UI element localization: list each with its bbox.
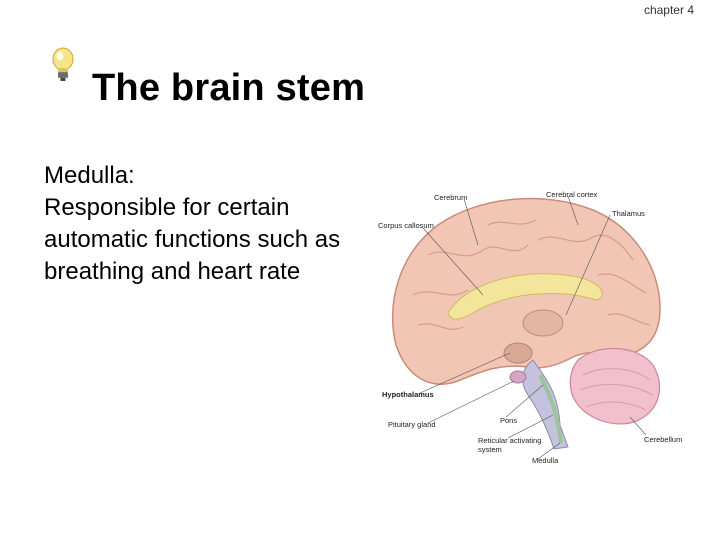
label-hypothalamus: Hypothalamus: [382, 390, 434, 399]
leader-lines: [419, 195, 647, 460]
brain-diagram: Cerebrum Cerebral cortex Thalamus Corpus…: [378, 190, 682, 465]
label-cerebral-cortex: Cerebral cortex: [546, 190, 598, 199]
cerebellum-shape: [569, 348, 661, 425]
reticular-shape: [538, 374, 563, 444]
slide-body: Medulla: Responsible for certain automat…: [44, 160, 344, 288]
chapter-label: chapter 4: [643, 3, 694, 17]
hypothalamus-shape: [503, 342, 533, 364]
label-corpus-callosum: Corpus callosum: [378, 221, 434, 230]
label-reticular-2: system: [478, 445, 502, 454]
thalamus-shape: [522, 309, 564, 337]
label-pons: Pons: [500, 416, 517, 425]
label-pituitary: Pituitary gland: [388, 420, 436, 429]
corpus-callosum-shape: [447, 273, 603, 320]
cerebellum-folds: [579, 368, 654, 411]
label-cerebellum: Cerebellum: [644, 435, 682, 444]
slide-title: The brain stem: [92, 67, 366, 109]
label-cerebrum: Cerebrum: [434, 193, 467, 202]
gyri-lines: [412, 219, 651, 330]
term-heading: Medulla:: [44, 162, 135, 189]
pituitary-shape: [509, 370, 527, 384]
term-description: Responsible for certain automatic functi…: [44, 194, 341, 285]
label-thalamus: Thalamus: [612, 209, 645, 218]
lightbulb-icon: [52, 47, 74, 81]
label-reticular-1: Reticular activating: [478, 436, 541, 445]
label-medulla: Medulla: [532, 456, 559, 465]
